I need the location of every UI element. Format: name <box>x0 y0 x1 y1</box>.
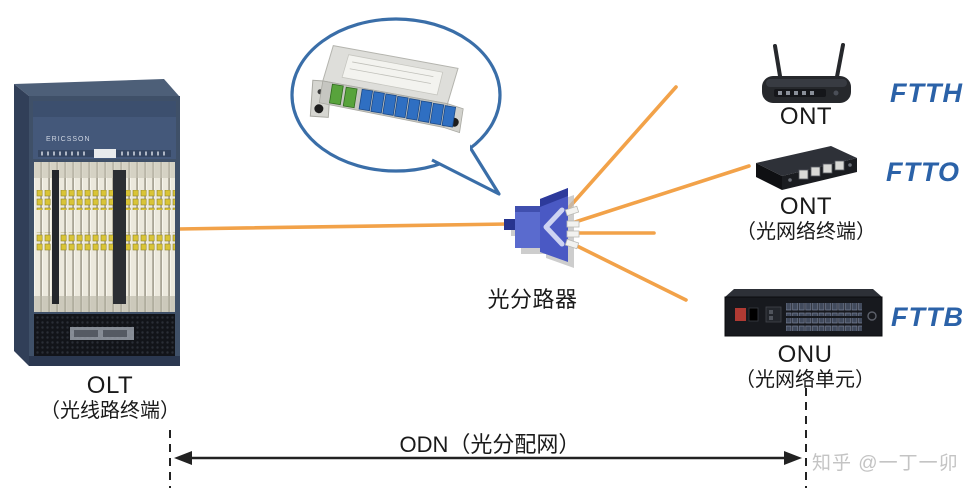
watermark: 知乎 @一丁一卯 <box>812 453 959 474</box>
splitter-cassette-photo <box>309 45 464 134</box>
onu-port-row-bottom <box>786 318 862 331</box>
ericsson-logo-text: ERICSSON <box>46 136 91 143</box>
ftto-tag: FTTO <box>886 157 960 187</box>
ont-ftth-label: ONT <box>779 103 833 130</box>
router-antenna-right <box>834 43 845 84</box>
splitter-label: 光分路器 <box>487 287 578 312</box>
ont-router-illustration <box>762 43 851 103</box>
ont-ftto-label-group: ONT （光网络终端） <box>720 193 892 244</box>
ont-ftto-label: ONT <box>779 193 833 220</box>
splitter-callout-bubble <box>290 17 502 196</box>
olt-sublabel: （光线路终端） <box>40 399 180 422</box>
odn-arrowhead-left <box>174 451 192 465</box>
onu-port-row-top <box>786 303 862 316</box>
blue-sc-connectors <box>358 88 457 128</box>
ont-switch-illustration <box>756 146 857 190</box>
green-sc-connectors <box>328 83 358 109</box>
splitter-output-stubs <box>564 205 580 250</box>
fiber-line-splitter-ftth <box>563 85 678 214</box>
onu-label: ONU <box>777 341 833 368</box>
odn-span <box>169 388 807 488</box>
fttb-tag: FTTB <box>891 302 964 332</box>
ont-ftto-sublabel: （光网络终端） <box>736 220 876 243</box>
fiber-line-splitter-ftto <box>567 164 751 226</box>
splitter-icon <box>504 188 580 268</box>
fiber-line-olt-splitter <box>176 222 510 231</box>
odn-arrowhead-right <box>784 451 802 465</box>
fiber-line-splitter-fttb <box>569 241 688 302</box>
ftth-tag: FTTH <box>890 78 963 108</box>
olt-label: OLT <box>86 372 134 399</box>
switch-ports <box>798 160 845 180</box>
odn-label: ODN（光分配网） <box>399 432 581 457</box>
olt-label-group: OLT （光线路终端） <box>28 372 192 423</box>
onu-rack-illustration <box>724 289 883 337</box>
fiber-lines <box>176 85 751 302</box>
onu-sublabel: （光网络单元） <box>735 368 875 391</box>
onu-label-group: ONU （光网络单元） <box>714 341 896 392</box>
olt-device-illustration: ERICSSON <box>14 79 180 366</box>
